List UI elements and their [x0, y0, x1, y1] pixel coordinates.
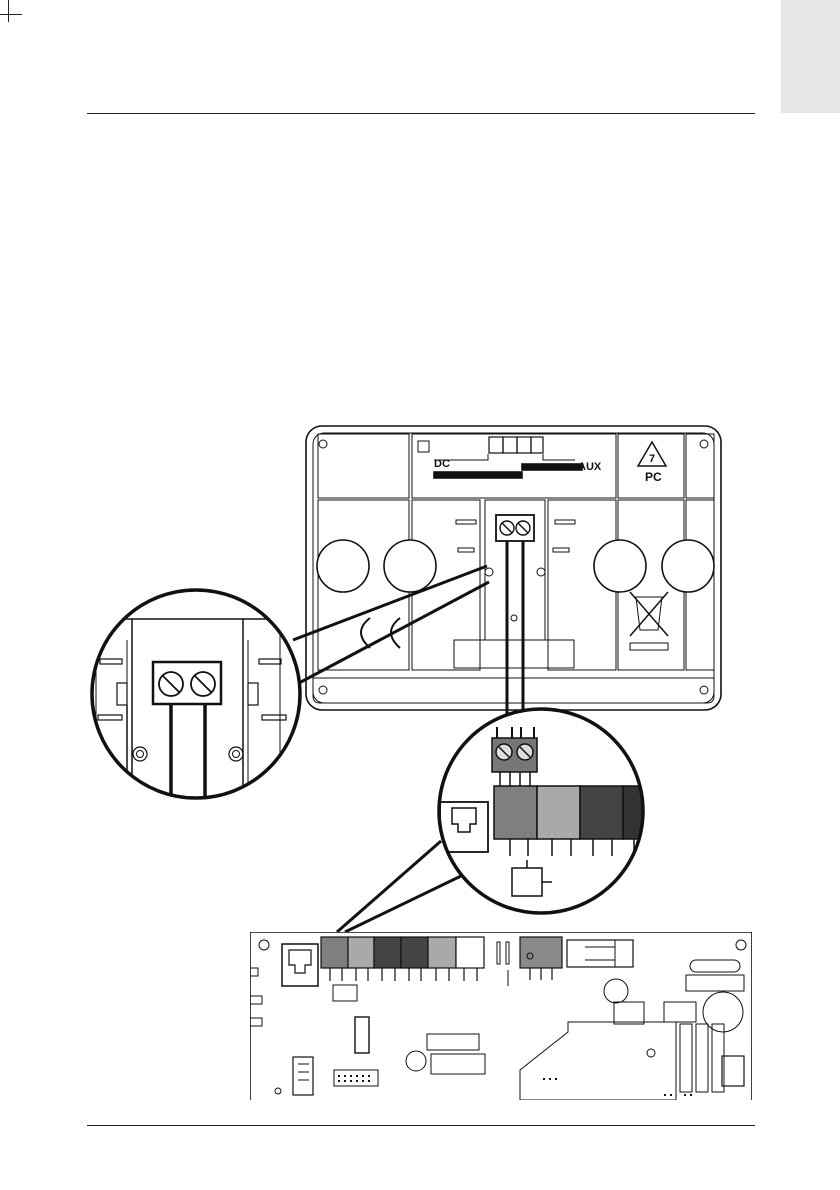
back-plate	[306, 426, 721, 710]
recycle-material-label: PC	[645, 470, 662, 484]
callout-lines-right	[337, 841, 461, 932]
circuit-board	[250, 932, 752, 1100]
zoom-right	[439, 709, 666, 913]
dc-label: DC	[434, 458, 450, 470]
recycle-number-label: 7	[649, 453, 655, 465]
plate-terminal-block	[496, 515, 534, 541]
aux-label: AUX	[578, 461, 602, 473]
zoom-left	[80, 590, 310, 800]
